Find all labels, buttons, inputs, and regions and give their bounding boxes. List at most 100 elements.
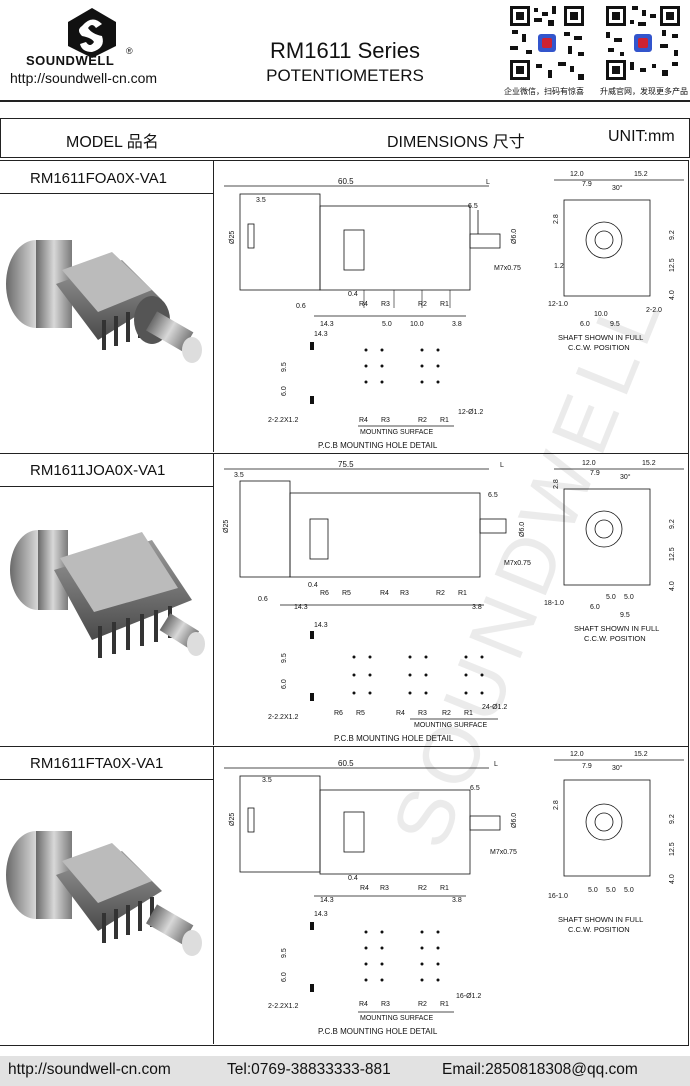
svg-text:6.5: 6.5 <box>468 203 478 210</box>
svg-text:R4: R4 <box>359 417 368 424</box>
svg-text:10.0: 10.0 <box>410 321 424 328</box>
svg-text:R1: R1 <box>440 885 449 892</box>
svg-text:6.5: 6.5 <box>488 492 498 499</box>
svg-text:R4: R4 <box>396 710 405 717</box>
part-cell-2 <box>0 453 214 745</box>
svg-text:0.6: 0.6 <box>296 303 306 310</box>
svg-text:M7x0.75: M7x0.75 <box>494 265 521 272</box>
wechat-qr-caption: 企业微信，扫码有惊喜 <box>504 87 584 96</box>
svg-text:R2: R2 <box>418 1001 427 1008</box>
svg-text:30°: 30° <box>612 764 623 772</box>
svg-text:6.0: 6.0 <box>281 972 288 982</box>
website-qr-caption: 升威官网，发现更多产品 <box>600 87 688 96</box>
svg-text:R3: R3 <box>381 417 390 424</box>
svg-text:5.0: 5.0 <box>624 887 634 894</box>
svg-text:MOUNTING SURFACE: MOUNTING SURFACE <box>360 429 433 436</box>
svg-text:M7x0.75: M7x0.75 <box>504 560 531 567</box>
svg-text:12.5: 12.5 <box>669 842 676 856</box>
header-website[interactable]: http://soundwell-cn.com <box>10 70 158 86</box>
svg-text:R3: R3 <box>381 301 390 308</box>
svg-text:R2: R2 <box>418 417 427 424</box>
length-label-2: 75.5 <box>338 460 354 469</box>
svg-text:P.C.B MOUNTING HOLE DETAIL: P.C.B MOUNTING HOLE DETAIL <box>334 734 454 743</box>
svg-text:0.4: 0.4 <box>348 875 358 882</box>
svg-text:R6: R6 <box>320 590 329 597</box>
svg-text:R1: R1 <box>440 417 449 424</box>
svg-text:14.3: 14.3 <box>320 321 334 328</box>
svg-text:Ø6.0: Ø6.0 <box>511 813 518 828</box>
svg-text:3.5: 3.5 <box>234 472 244 479</box>
svg-text:6.0: 6.0 <box>580 321 590 328</box>
svg-text:2.8: 2.8 <box>553 214 560 224</box>
svg-text:R2: R2 <box>418 301 427 308</box>
svg-text:9.5: 9.5 <box>281 362 288 372</box>
product-subtitle: POTENTIOMETERS <box>266 66 424 85</box>
svg-text:18-1.0: 18-1.0 <box>544 600 564 607</box>
svg-text:30°: 30° <box>620 473 631 481</box>
svg-text:6.0: 6.0 <box>590 604 600 611</box>
brand-name: SOUNDWELL <box>26 53 115 68</box>
svg-text:9.5: 9.5 <box>281 948 288 958</box>
svg-text:Ø6.0: Ø6.0 <box>519 522 526 537</box>
svg-text:16-1.0: 16-1.0 <box>548 893 568 900</box>
svg-text:R3: R3 <box>381 1001 390 1008</box>
svg-text:MOUNTING SURFACE: MOUNTING SURFACE <box>414 722 487 729</box>
footer-phone[interactable]: Tel:0769-38833333-881 <box>227 1061 391 1078</box>
header-divider <box>0 100 690 102</box>
svg-text:14.3: 14.3 <box>320 897 334 904</box>
svg-text:2-2.2X1.2: 2-2.2X1.2 <box>268 1003 298 1010</box>
svg-text:0.6: 0.6 <box>258 596 268 603</box>
svg-text:3.8: 3.8 <box>452 897 462 904</box>
svg-text:15.2: 15.2 <box>642 460 656 467</box>
svg-text:R5: R5 <box>342 590 351 597</box>
svg-text:12.0: 12.0 <box>570 171 584 178</box>
svg-text:0.4: 0.4 <box>348 291 358 298</box>
svg-text:14.3: 14.3 <box>314 331 328 338</box>
svg-text:Ø25: Ø25 <box>229 813 236 826</box>
part-cell-3 <box>0 746 214 1044</box>
svg-text:R1: R1 <box>458 590 467 597</box>
svg-text:R2: R2 <box>442 710 451 717</box>
svg-text:5.0: 5.0 <box>606 594 616 601</box>
footer-email[interactable]: Email:2850818308@qq.com <box>442 1061 638 1078</box>
svg-text:2-2.0: 2-2.0 <box>646 307 662 314</box>
svg-text:7.9: 7.9 <box>582 763 592 770</box>
svg-text:SHAFT SHOWN IN FULL: SHAFT SHOWN IN FULL <box>574 624 659 633</box>
svg-text:P.C.B MOUNTING HOLE DETAIL: P.C.B MOUNTING HOLE DETAIL <box>318 441 438 450</box>
svg-text:9.5: 9.5 <box>620 612 630 619</box>
svg-text:L: L <box>500 462 504 469</box>
svg-text:12-Ø1.2: 12-Ø1.2 <box>458 409 483 416</box>
footer-website[interactable]: http://soundwell-cn.com <box>8 1061 171 1078</box>
svg-text:3.5: 3.5 <box>256 197 266 204</box>
length-label-3: 60.5 <box>338 759 354 768</box>
svg-text:2.8: 2.8 <box>553 800 560 810</box>
part-number-3: RM1611FTA0X-VA1 <box>30 755 164 772</box>
unit-label: UNIT:mm <box>608 128 675 145</box>
svg-text:MOUNTING SURFACE: MOUNTING SURFACE <box>360 1015 433 1022</box>
svg-text:12.5: 12.5 <box>669 547 676 561</box>
svg-text:3.5: 3.5 <box>262 777 272 784</box>
svg-text:7.9: 7.9 <box>582 181 592 188</box>
svg-text:C.C.W. POSITION: C.C.W. POSITION <box>584 634 646 643</box>
svg-text:9.5: 9.5 <box>610 321 620 328</box>
part-divider-1 <box>0 193 213 194</box>
product-photo-3 <box>6 831 202 956</box>
svg-text:5.0: 5.0 <box>606 887 616 894</box>
length-label-1: 60.5 <box>338 177 354 186</box>
svg-text:14.3: 14.3 <box>294 604 308 611</box>
svg-text:2-2.2X1.2: 2-2.2X1.2 <box>268 417 298 424</box>
svg-text:1.2: 1.2 <box>554 263 564 270</box>
svg-text:9.2: 9.2 <box>669 230 676 240</box>
svg-text:R1: R1 <box>464 710 473 717</box>
svg-text:6.0: 6.0 <box>281 386 288 396</box>
svg-text:5.0: 5.0 <box>382 321 392 328</box>
svg-text:3.8: 3.8 <box>452 321 462 328</box>
dimension-drawing-3: 60.5 3.5 Ø25 6.5 L M7x0.75 Ø6.0 R4 R3 R2… <box>224 751 684 1036</box>
svg-text:14.3: 14.3 <box>314 911 328 918</box>
svg-text:P.C.B MOUNTING HOLE DETAIL: P.C.B MOUNTING HOLE DETAIL <box>318 1027 438 1036</box>
svg-text:4.0: 4.0 <box>669 874 676 884</box>
svg-text:3.8: 3.8 <box>472 604 482 611</box>
svg-text:5.0: 5.0 <box>588 887 598 894</box>
svg-text:R4: R4 <box>359 301 368 308</box>
svg-text:6.5: 6.5 <box>470 785 480 792</box>
